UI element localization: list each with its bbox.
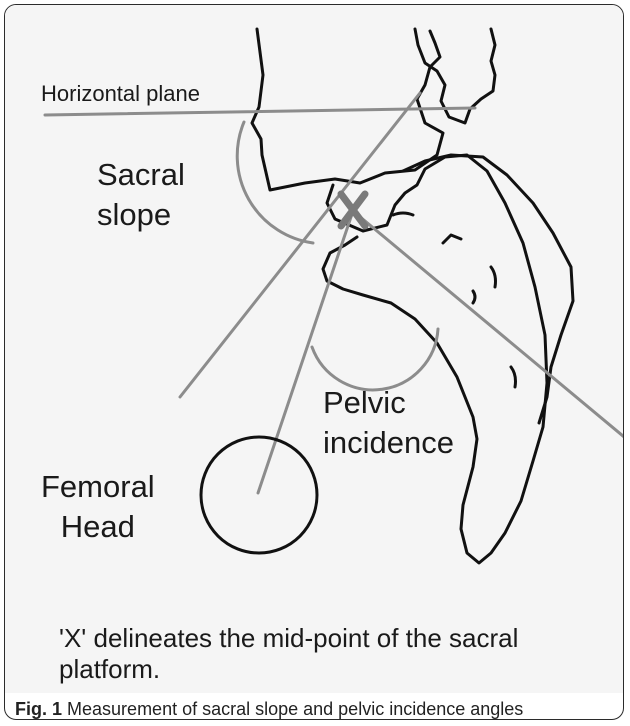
sacral-foramen-3 — [491, 267, 496, 287]
pelvic-incidence-arc — [312, 329, 438, 390]
sacral-endplate-line — [180, 93, 420, 397]
horizontal-plane-line — [45, 108, 475, 115]
femoral-head-circle — [201, 437, 317, 553]
sacral-foramen-1 — [393, 213, 413, 215]
spine-pelvis-diagram — [5, 5, 624, 693]
pelvic-incidence-label-line1: Pelvic — [323, 383, 454, 423]
pelvic-incidence-label-line2: incidence — [323, 423, 454, 463]
sacral-slope-label-line2: slope — [97, 195, 185, 235]
femoral-head-label-line2: Head — [41, 507, 155, 547]
sacral-slope-label-line1: Sacral — [97, 155, 185, 195]
sacral-foramen-5 — [511, 367, 516, 387]
sacral-slope-label: Sacral slope — [97, 155, 185, 235]
figure-caption-text: Measurement of sacral slope and pelvic i… — [67, 699, 523, 719]
midpoint-note: 'X' delineates the mid-point of the sacr… — [59, 623, 599, 685]
sacral-foramen-2 — [443, 235, 461, 243]
femoral-head-label: Femoral Head — [41, 467, 155, 547]
horizontal-plane-label: Horizontal plane — [41, 81, 200, 107]
sacral-foramen-4 — [473, 291, 475, 303]
figure-panel: Horizontal plane Sacral slope Pelvic inc… — [5, 5, 624, 693]
figure-caption-label: Fig. 1 — [15, 699, 62, 719]
figure-frame: Horizontal plane Sacral slope Pelvic inc… — [4, 4, 624, 720]
figure-caption: Fig. 1 Measurement of sacral slope and p… — [15, 699, 523, 720]
pelvic-incidence-label: Pelvic incidence — [323, 383, 454, 463]
femoral-head-label-line1: Femoral — [41, 467, 155, 507]
midpoint-x-marker — [341, 194, 365, 226]
